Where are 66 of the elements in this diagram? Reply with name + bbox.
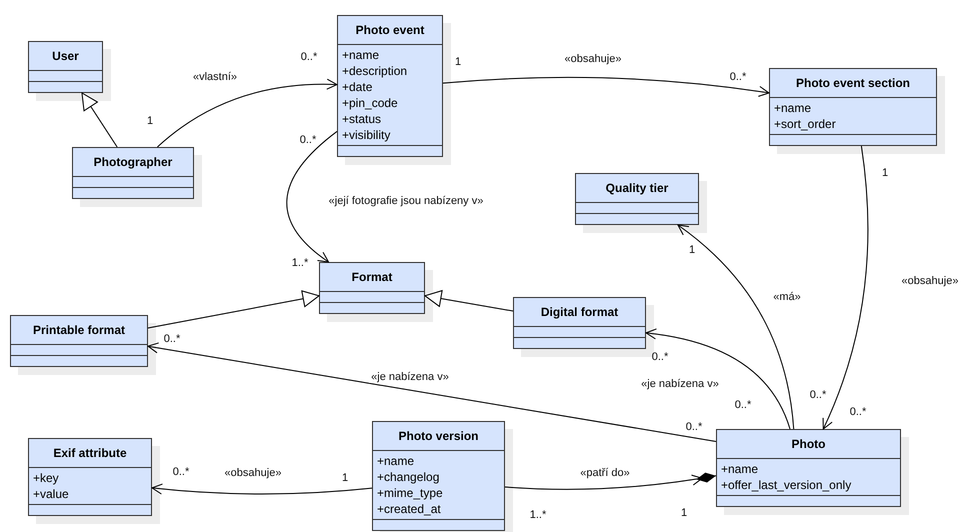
class-name: Digital format [540, 304, 620, 321]
attribute-text: +pin_code [342, 95, 399, 111]
attribute-text: +changelog [377, 469, 440, 485]
attribute-text: +sort_order [774, 116, 837, 132]
multiplicity-label: 0..* [848, 406, 868, 418]
association-arrow [677, 224, 794, 430]
multiplicity-label: 1..* [290, 257, 310, 269]
generalization-arrow [82, 92, 118, 148]
attribute-text: +name [721, 461, 760, 477]
attribute-text: +name [377, 453, 416, 469]
attribute-text: +mime_type [377, 485, 444, 501]
multiplicity-label: 0..* [684, 421, 704, 433]
multiplicity-label: 0..* [300, 51, 318, 63]
class-name: Exif attribute [52, 445, 128, 462]
edge-label: «je nabízena v» [639, 378, 721, 390]
edge-label: «má» [771, 291, 803, 303]
multiplicity-label: 0..* [734, 399, 752, 411]
class-name: Quality tier [604, 180, 670, 197]
multiplicity-label: 0..* [650, 351, 670, 363]
multiplicity-label: 1 [146, 115, 154, 127]
association-arrow [442, 77, 770, 97]
multiplicity-label: 1 [340, 472, 350, 484]
multiplicity-label: 0..* [728, 71, 748, 83]
association-arrow [148, 342, 716, 442]
multiplicity-label: 1 [680, 507, 688, 519]
edge-label: «obsahuje» [562, 53, 624, 65]
attribute-text: +date [342, 79, 374, 95]
class-name: Photo [790, 436, 826, 453]
association-arrow [156, 78, 338, 148]
multiplicity-label: 1..* [528, 509, 548, 521]
edge-label: «obsahuje» [900, 275, 960, 287]
attribute-text: +name [342, 47, 380, 63]
class-name: Photo version [397, 428, 480, 445]
class-name: Photo event section [794, 75, 912, 92]
attribute-text: +description [342, 63, 408, 79]
edge-label: «vlastní» [190, 71, 240, 83]
attribute-text: +visibility [342, 127, 392, 143]
edge-label: «obsahuje» [222, 467, 284, 479]
class-name: Photographer [92, 154, 174, 171]
association-arrow [152, 483, 372, 494]
multiplicity-label: 1 [880, 167, 890, 179]
multiplicity-label: 0..* [298, 134, 318, 146]
association-arrow [822, 146, 868, 430]
class-name: Photo event [354, 22, 426, 39]
class-name: Printable format [32, 322, 126, 339]
multiplicity-label: 1 [454, 56, 462, 68]
attribute-text: +status [342, 111, 382, 127]
attribute-text: +value [33, 486, 70, 502]
multiplicity-label: 0..* [162, 333, 182, 345]
association-arrow [286, 130, 338, 262]
multiplicity-label: 1 [688, 244, 696, 256]
class-name: User [51, 48, 80, 65]
attribute-text: +offer_last_version_only [721, 477, 852, 493]
composition-arrow [504, 472, 716, 490]
edge-label: «je nabízena v» [369, 371, 451, 383]
attribute-text: +created_at [377, 501, 442, 517]
attribute-text: +name [774, 100, 812, 116]
generalization-arrow [424, 290, 514, 312]
generalization-arrow [148, 290, 320, 328]
class-name: Format [350, 269, 394, 286]
edge-label: «patří do» [578, 467, 632, 479]
edge-label: «její fotografie jsou nabízeny v» [326, 195, 486, 207]
multiplicity-label: 0..* [172, 466, 190, 478]
multiplicity-label: 0..* [808, 389, 828, 401]
attribute-text: +key [33, 470, 60, 486]
association-arrow [646, 328, 790, 430]
